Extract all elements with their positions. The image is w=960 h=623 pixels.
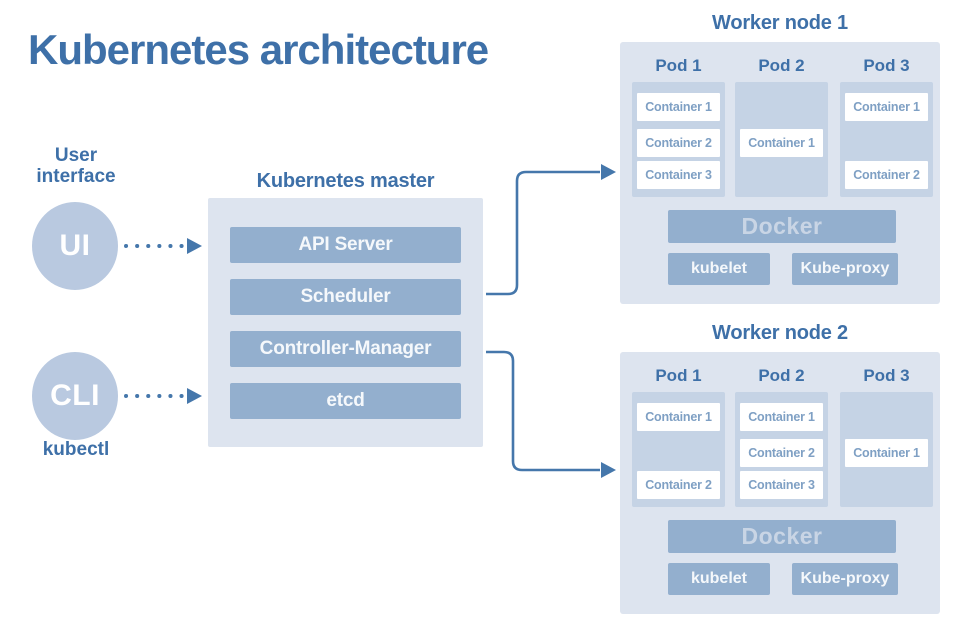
page-title: Kubernetes architecture [28,26,489,73]
etcd-bar: etcd [230,383,461,419]
container-box: Container 2 [637,471,720,499]
container-box: Container 1 [845,439,928,467]
master-title: Kubernetes master [256,170,435,192]
controller-manager-bar: Controller-Manager [230,331,461,367]
kubelet-bar: kubelet [668,253,770,285]
worker-node-2-title: Worker node 2 [712,322,848,344]
ui-to-master-arrow [124,238,202,254]
container-box: Container 2 [637,129,720,157]
arrowhead-icon [601,164,616,180]
worker-node-2-box: Pod 1 Pod 2 Pod 3 Container 1 Container … [620,352,940,614]
worker1-pod1: Container 1 Container 2 Container 3 [632,82,725,197]
kube-proxy-bar: Kube-proxy [792,253,898,285]
arrowhead-icon [601,462,616,478]
container-box: Container 2 [740,439,823,467]
pod-label: Pod 3 [863,366,910,385]
pod-label: Pod 2 [758,56,805,75]
docker-bar: Docker [668,210,896,243]
container-box: Container 1 [740,403,823,431]
container-box: Container 2 [845,161,928,189]
kube-proxy-bar: Kube-proxy [792,563,898,595]
container-box: Container 3 [637,161,720,189]
api-server-bar: API Server [230,227,461,263]
kubelet-bar: kubelet [668,563,770,595]
container-box: Container 3 [740,471,823,499]
worker1-pod2: Container 1 [735,82,828,197]
worker1-pod3: Container 1 Container 2 [840,82,933,197]
master-box: API Server Scheduler Controller-Manager … [208,198,483,447]
cli-circle-label: CLI [50,379,100,412]
master-to-worker1-connector [486,164,616,296]
user-interface-label-line1: User [54,145,98,166]
user-interface-label-line2: interface [36,165,116,187]
kubernetes-master-panel: Kubernetes master API Server Scheduler C… [208,170,483,447]
worker-node-1-box: Pod 1 Pod 2 Pod 3 Container 1 Container … [620,42,940,304]
docker-bar: Docker [668,520,896,553]
pod-label: Pod 1 [655,56,702,75]
ui-circle: UI [32,202,118,290]
container-box: Container 1 [740,129,823,157]
container-box: Container 1 [845,93,928,121]
user-interface-label: User interface [14,145,138,187]
cli-circle: CLI [32,352,118,440]
worker-node-1: Worker node 1 Pod 1 Pod 2 Pod 3 Containe… [620,12,940,304]
kubectl-label: kubectl [42,439,110,460]
worker-node-2: Worker node 2 Pod 1 Pod 2 Pod 3 Containe… [620,322,940,614]
master-to-worker2-connector [486,350,616,478]
cli-to-master-arrow [124,388,202,404]
container-box: Container 1 [637,93,720,121]
pod-label: Pod 1 [655,366,702,385]
pod-label: Pod 2 [758,366,805,385]
worker2-pod2: Container 1 Container 2 Container 3 [735,392,828,507]
scheduler-bar: Scheduler [230,279,461,315]
worker2-pod3: Container 1 [840,392,933,507]
arrowhead-icon [187,238,202,254]
arrowhead-icon [187,388,202,404]
worker2-pod1: Container 1 Container 2 [632,392,725,507]
worker-node-1-title: Worker node 1 [712,12,848,34]
pod-label: Pod 3 [863,56,910,75]
ui-circle-label: UI [59,229,91,262]
container-box: Container 1 [637,403,720,431]
